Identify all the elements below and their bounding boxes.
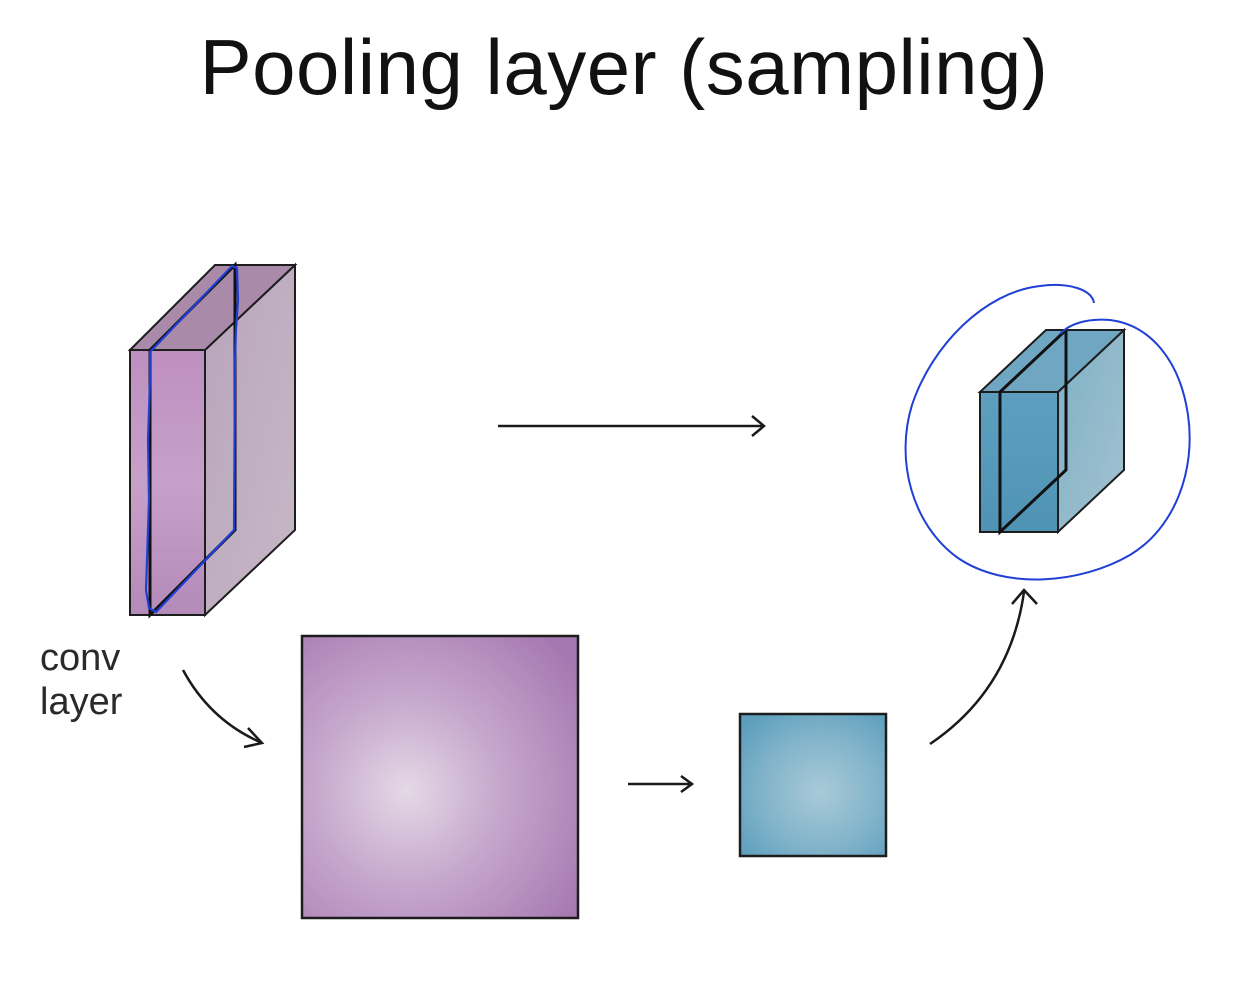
pooled-volume-front-face — [979, 391, 1059, 533]
feature-map-square — [300, 634, 580, 920]
slice-annotation-outline — [144, 264, 240, 614]
pooled-map-square — [738, 712, 888, 858]
output-annotation-circle — [904, 284, 1191, 581]
downsample-arrow — [628, 774, 695, 794]
pooled-to-volume-curved-arrow — [929, 591, 1026, 746]
pooling-arrow-top — [498, 415, 766, 437]
conv-layer-label: conv layer — [40, 636, 122, 724]
conv-volume-front-face — [129, 349, 206, 616]
conv-volume-3d — [127, 261, 298, 619]
conv-layer-label-line1: conv — [40, 637, 121, 679]
conv-to-slice-curved-arrow — [181, 669, 261, 744]
conv-layer-label-line2: layer — [40, 681, 123, 723]
slide-title: Pooling layer (sampling) — [199, 23, 1049, 111]
pooled-volume-3d — [977, 326, 1127, 536]
